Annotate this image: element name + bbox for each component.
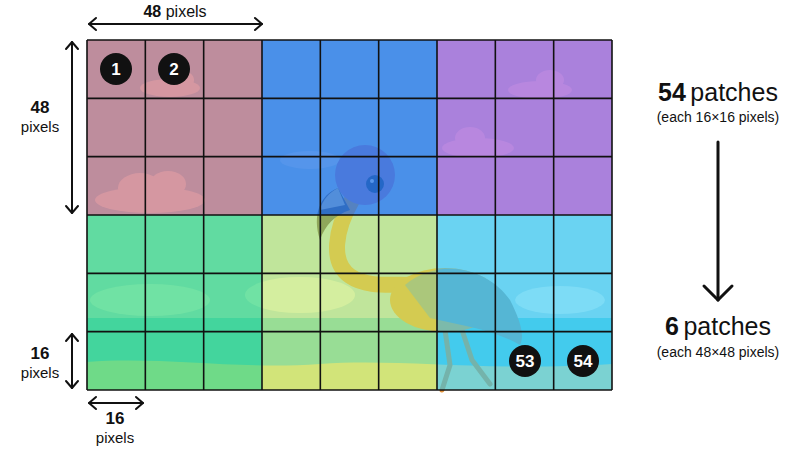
arrow-head (66, 381, 78, 388)
dimension-label: 16pixels (21, 344, 59, 381)
label-text: 54 (658, 78, 686, 107)
grid-line (87, 331, 612, 333)
arrow-head (66, 42, 78, 49)
dimension-label: 16pixels (96, 409, 134, 446)
callout-number: 53 (509, 345, 541, 377)
dimension-label: (each 48×48 pixels) (657, 344, 780, 360)
label-text: pixels (21, 363, 59, 380)
arrow-head (89, 18, 96, 30)
sky (87, 40, 612, 390)
callout-number: 1 (100, 53, 132, 85)
scene-background (87, 40, 612, 390)
arrow-head (136, 397, 143, 409)
dimension-label: 6patches (665, 312, 771, 341)
large-patch (87, 40, 262, 215)
label-text: 6 (665, 312, 679, 341)
large-patch (87, 215, 262, 390)
arrow-line (717, 142, 720, 300)
dimension-label: 54patches (658, 78, 778, 107)
dimension-label: 48 pixels (143, 3, 206, 21)
arrow-head (255, 18, 262, 30)
label-text: (each 48×48 pixels) (657, 344, 780, 360)
label-text: 48 (31, 98, 50, 118)
label-text: patches (690, 78, 778, 107)
arrow-head (66, 334, 78, 341)
callout-text: 2 (169, 61, 178, 78)
dimension-arrows (66, 18, 262, 409)
large-patch (262, 40, 437, 215)
arrow-head (704, 286, 732, 300)
arrow-head (89, 397, 96, 409)
label-text: pixels (21, 117, 59, 134)
patch-grid (87, 40, 612, 390)
dimension-line (71, 42, 73, 213)
transform-arrow (704, 142, 732, 300)
label-text: 16 (106, 409, 125, 429)
label-text: (each 16×16 pixels) (657, 109, 780, 125)
label-text: pixels (166, 3, 207, 21)
callout-text: 54 (574, 353, 593, 370)
large-patch (437, 40, 612, 215)
grid-line (87, 98, 612, 100)
label-text: 48 (143, 3, 161, 21)
label-text: patches (683, 312, 771, 341)
grid-line (87, 156, 612, 158)
callout-text: 1 (111, 61, 120, 78)
grid-line (87, 389, 612, 391)
callout-text: 53 (516, 353, 535, 370)
grid-line (87, 214, 612, 216)
dimension-line (89, 402, 143, 404)
callout-number: 54 (567, 345, 599, 377)
patch-overlays (87, 40, 612, 390)
grid-line (87, 39, 612, 41)
dimension-label: 48pixels (21, 98, 59, 135)
dimension-line (71, 334, 73, 388)
large-patch (262, 215, 437, 390)
callout-number: 2 (158, 53, 190, 85)
grid-line (87, 273, 612, 275)
large-patch (437, 215, 612, 390)
dimension-label: (each 16×16 pixels) (657, 109, 780, 125)
arrow-head (66, 206, 78, 213)
label-text: pixels (96, 428, 134, 445)
label-text: 16 (31, 344, 50, 364)
dimension-line (89, 23, 262, 25)
